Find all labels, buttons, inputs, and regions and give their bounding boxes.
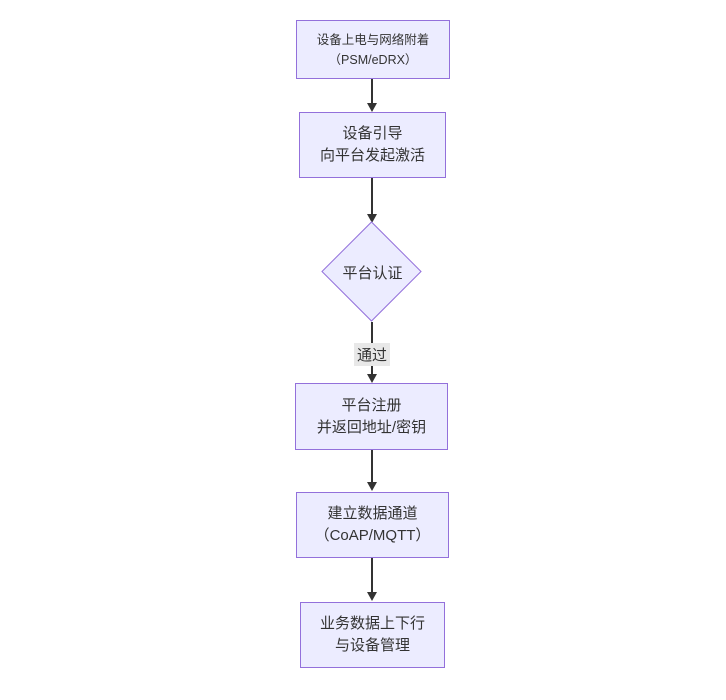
edge-bootstrap-to-auth-arrowhead-icon [366,214,377,223]
node-bootstrap: 设备引导 向平台发起激活 [299,112,446,178]
edge-channel-to-business-line [371,558,373,593]
edge-power-to-bootstrap-line [371,79,373,104]
node-platform-auth-label: 平台认证 [342,265,403,282]
edge-channel-to-business-arrowhead-icon [366,592,377,601]
edge-label-pass: 通过 [353,343,391,366]
node-business-data-label: 业务数据上下行 与设备管理 [319,615,425,654]
node-data-channel-label: 建立数据通道 （CoAP/MQTT） [314,505,431,544]
node-business-data: 业务数据上下行 与设备管理 [300,602,445,668]
edge-bootstrap-to-auth-line [371,178,373,216]
node-power-attach: 设备上电与网络附着 （PSM/eDRX） [296,20,450,79]
node-platform-register-label: 平台注册 并返回地址/密钥 [316,396,427,436]
edge-power-to-bootstrap-arrowhead-icon [366,103,377,112]
edge-register-to-channel-arrowhead-icon [366,482,377,491]
node-power-attach-label: 设备上电与网络附着 （PSM/eDRX） [316,32,430,67]
node-platform-auth: 平台认证 [321,221,423,323]
node-platform-register: 平台注册 并返回地址/密钥 [295,383,448,450]
edge-auth-to-register-arrowhead-icon [366,374,377,383]
node-data-channel: 建立数据通道 （CoAP/MQTT） [296,492,449,558]
node-bootstrap-label: 设备引导 向平台发起激活 [319,125,425,164]
edge-register-to-channel-line [371,450,373,483]
